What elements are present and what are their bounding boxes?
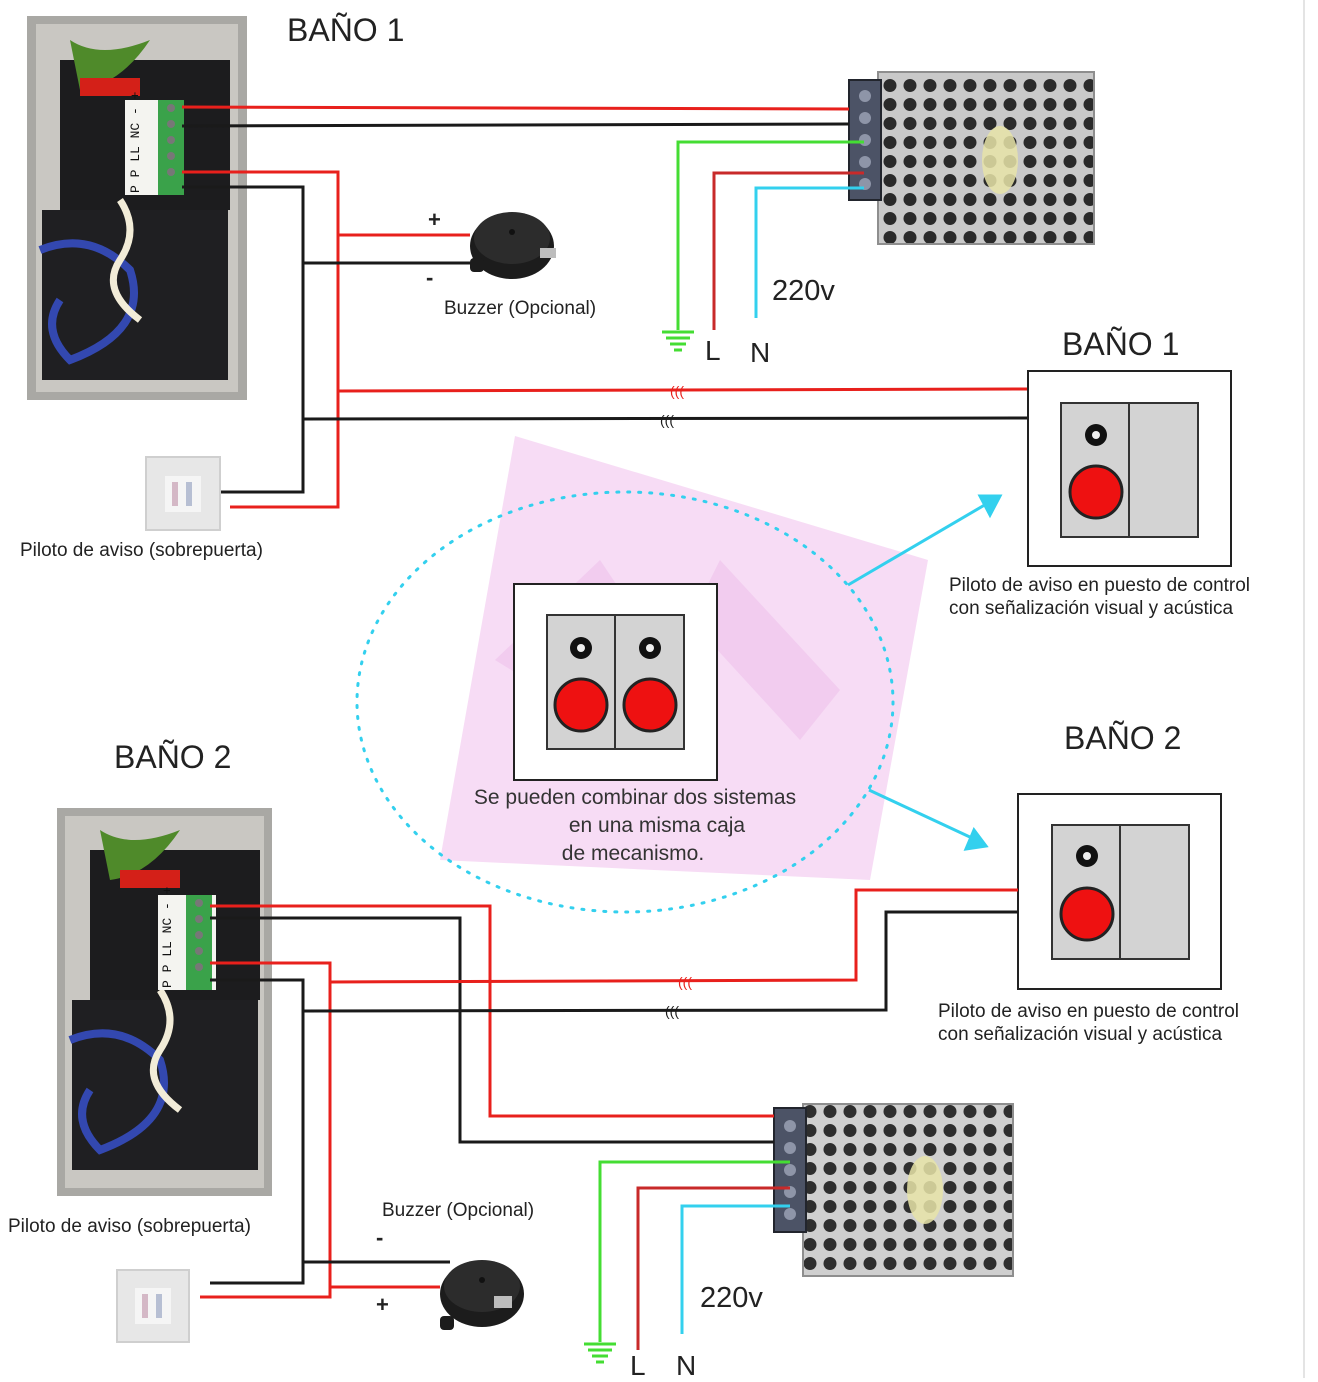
wires-bottom (200, 888, 1018, 1350)
power-supply-bottom (773, 1103, 1014, 1277)
n-label-top: N (750, 337, 771, 368)
wire-cyan-N-bottom (680, 1204, 790, 1334)
wire-red-out-top (182, 170, 340, 509)
control-caption-top-line2: con señalización visual y acústica (949, 598, 1234, 619)
wire-red-L-top (712, 171, 864, 330)
wire-red-control-bottom (329, 888, 1018, 984)
title-bano1-panel: BAÑO 1 (287, 12, 405, 48)
svg-text:(((: ((( (670, 383, 684, 399)
arrow-to-bottom-control (868, 788, 989, 851)
control-caption-bottom: Piloto de aviso en puesto de control con… (938, 1000, 1239, 1046)
l-label-bottom: L (630, 1350, 646, 1381)
l-label-top: L (705, 335, 721, 366)
title-bano1-control: BAÑO 1 (1062, 326, 1180, 362)
piloto-label-bottom: Piloto de aviso (sobrepuerta) (8, 1216, 251, 1237)
wire-red-control-top (337, 387, 1028, 393)
control-module-bottom (57, 808, 272, 1196)
piloto-label-top: Piloto de aviso (sobrepuerta) (20, 540, 263, 561)
wire-green-ground-bottom (598, 1160, 790, 1342)
wire-red-supply-top (181, 105, 850, 111)
buzzer-minus-bottom: - (376, 1225, 384, 1250)
wire-black-control-top (302, 416, 1028, 421)
ground-symbol-top-icon (662, 330, 694, 352)
wire-black-supply-top (181, 122, 850, 128)
combine-caption-line1: Se pueden combinar dos sistemas (473, 786, 797, 809)
terminal-label-bottom: P P LL NC - + (160, 886, 175, 988)
control-station-bottom (1017, 793, 1222, 990)
piloto-sobrepuerta-top (145, 456, 221, 531)
wire-black-out-bottom (210, 978, 305, 1285)
buzzer-plus-bottom: + (376, 1292, 389, 1317)
control-caption-bottom-line1: Piloto de aviso en puesto de control (938, 1001, 1240, 1022)
control-caption-bottom-line2: con señalización visual y acústica (938, 1024, 1223, 1045)
wire-cyan-N-top (754, 186, 864, 318)
title-bano2-panel: BAÑO 2 (114, 739, 232, 775)
voltage-label-bottom: 220v (700, 1282, 763, 1314)
buzzer-bottom-icon (440, 1260, 524, 1330)
title-bano2-control: BAÑO 2 (1064, 720, 1182, 756)
buzzer-label-top: Buzzer (Opcional) (444, 298, 597, 319)
buzzer-label-bottom: Buzzer (Opcional) (382, 1200, 535, 1221)
n-label-bottom: N (676, 1350, 697, 1381)
combine-caption-line2: en una misma caja (568, 814, 746, 837)
wire-green-ground-top (676, 140, 864, 330)
red-button-combined-left (553, 677, 609, 733)
ground-symbol-bottom-icon (584, 1342, 616, 1364)
svg-text:(((: ((( (665, 1003, 679, 1019)
control-station-top (1027, 370, 1232, 567)
svg-text:(((: ((( (678, 974, 692, 990)
combine-ellipse (355, 490, 895, 914)
buzzer-minus-top: - (426, 265, 434, 290)
wire-red-out-bottom (200, 961, 332, 1299)
wires-top (181, 105, 1028, 509)
red-button-top (1068, 464, 1124, 520)
buzzer-top-icon (470, 212, 556, 279)
control-caption-top-line1: Piloto de aviso en puesto de control (949, 575, 1251, 596)
control-caption-top: Piloto de aviso en puesto de control con… (949, 574, 1250, 620)
power-supply-top (848, 71, 1095, 245)
voltage-label-top: 220v (772, 275, 835, 307)
combine-caption-line3: de mecanismo. (561, 842, 705, 865)
control-module-top (27, 16, 247, 400)
terminal-label-top: P P LL NC - + (128, 91, 143, 193)
combine-caption: Se pueden combinar dos sistemas en una m… (430, 784, 840, 868)
wire-black-out-top (182, 185, 305, 494)
wire-black-supply-bottom (210, 916, 774, 1144)
red-button-combined-right (622, 677, 678, 733)
buzzer-plus-top: + (428, 207, 441, 232)
piloto-sobrepuerta-bottom (116, 1269, 190, 1343)
wire-black-control-bottom (302, 910, 1018, 1013)
wire-red-L-bottom (636, 1186, 790, 1350)
svg-text:(((: ((( (660, 412, 674, 428)
arrow-to-top-control (847, 494, 1003, 587)
combined-module (513, 583, 718, 781)
red-button-bottom (1059, 886, 1115, 942)
